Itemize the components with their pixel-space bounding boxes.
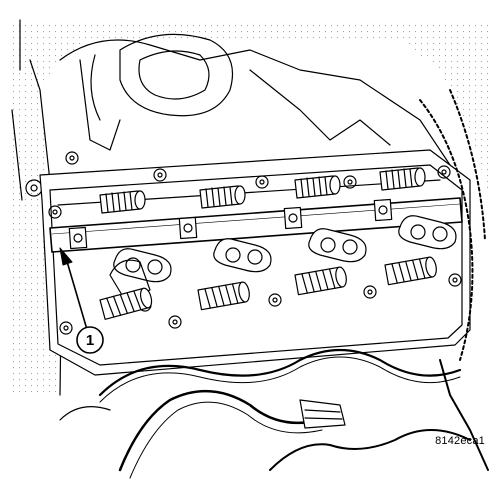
valve-ports <box>109 215 457 301</box>
callout-1: 1 <box>59 247 104 354</box>
callout-circle <box>76 326 104 354</box>
engine-background <box>8 19 490 396</box>
wiring-harness <box>59 89 489 479</box>
rocker-shaft-rail <box>49 197 463 253</box>
lower-valve-springs <box>99 256 437 320</box>
figure-id: 8142eca1 <box>435 435 485 447</box>
upper-valve-springs <box>99 167 426 214</box>
callout-label: 1 <box>86 332 94 349</box>
